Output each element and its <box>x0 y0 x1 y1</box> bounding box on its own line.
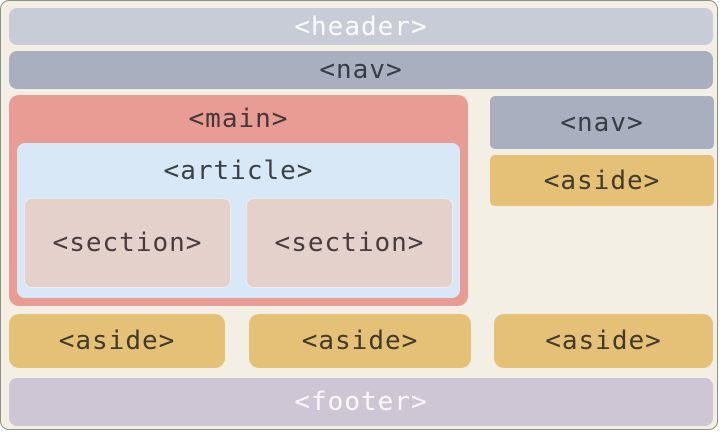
article-label: <article> <box>163 155 314 186</box>
section-block-1: <section> <box>24 198 231 288</box>
aside-bottom-block-3: <aside> <box>494 314 713 368</box>
aside-side-label: <aside> <box>543 165 661 196</box>
nav-side-label: <nav> <box>560 107 644 138</box>
aside-bottom-label-1: <aside> <box>58 326 176 356</box>
section-block-2: <section> <box>246 198 453 288</box>
nav-top-block: <nav> <box>9 51 713 89</box>
aside-bottom-block-2: <aside> <box>249 314 471 368</box>
section-label-1: <section> <box>52 228 203 258</box>
nav-side-block: <nav> <box>490 96 714 149</box>
footer-block: <footer> <box>9 378 713 426</box>
section-label-2: <section> <box>274 228 425 258</box>
aside-side-block: <aside> <box>490 155 714 206</box>
main-label: <main> <box>188 104 289 134</box>
sections-row: <section> <section> <box>17 198 460 288</box>
aside-bottom-block-1: <aside> <box>9 314 225 368</box>
header-block: <header> <box>9 8 713 45</box>
nav-top-label: <nav> <box>319 55 403 85</box>
aside-bottom-label-3: <aside> <box>545 326 662 356</box>
header-label: <header> <box>294 11 428 42</box>
aside-bottom-label-2: <aside> <box>301 326 419 356</box>
main-block: <main> <article> <section> <section> <box>9 95 468 306</box>
article-block: <article> <section> <section> <box>17 143 460 298</box>
footer-label: <footer> <box>294 387 428 417</box>
